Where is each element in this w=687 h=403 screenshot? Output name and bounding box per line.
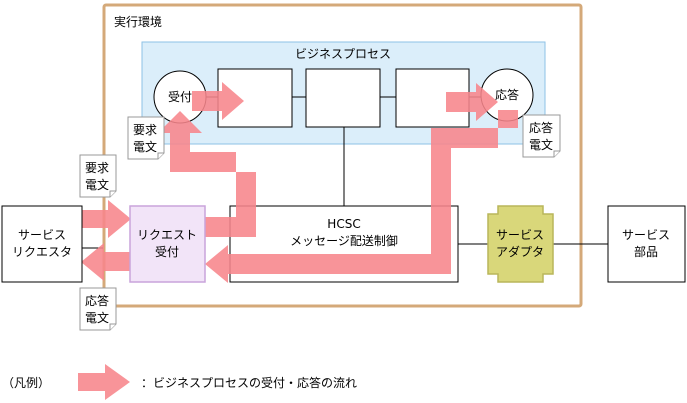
- flow-arrow-to-receive: [158, 111, 256, 237]
- service-adapter-shape: [487, 205, 554, 283]
- request-receiver-label-line2: 受付: [155, 245, 179, 259]
- service-adapter-label-line2: アダプタ: [496, 244, 544, 259]
- response-message-doc-left: 応答 電文: [79, 287, 117, 331]
- service-adapter-label-line1: サービス: [496, 228, 544, 242]
- request-message-doc-left-line1: 要求: [85, 161, 109, 175]
- response-message-doc-top: 応答 電文: [522, 114, 561, 158]
- hcsc-label-line2: メッセージ配送制御: [290, 233, 398, 248]
- response-message-doc-top-line1: 応答: [529, 120, 553, 135]
- flow-arrows: [81, 82, 518, 283]
- request-message-doc-left: 要求 電文: [79, 154, 117, 198]
- flow-arrow-receive-to-step: [192, 82, 244, 120]
- service-requester-box: [1, 205, 83, 283]
- request-message-doc-top: 要求 電文: [127, 116, 165, 160]
- response-message-doc-left-line2: 電文: [85, 310, 109, 325]
- flow-arrow-step-to-respond: [446, 83, 498, 121]
- service-component-label-line2: 部品: [634, 244, 658, 259]
- request-receiver-box: [129, 205, 206, 283]
- respond-node-label: 応答: [495, 87, 519, 102]
- process-step-box-2: [305, 68, 381, 128]
- legend-arrow: [78, 364, 130, 400]
- flow-arrow-requester-out: [81, 243, 130, 281]
- response-message-doc-top-line2: 電文: [529, 137, 553, 152]
- request-message-doc-top-line1: 要求: [133, 123, 157, 137]
- request-receiver-label-line1: リクエスト: [137, 228, 197, 242]
- business-process-label: ビジネスプロセス: [295, 47, 391, 61]
- service-component-label-line1: サービス: [622, 228, 670, 242]
- service-requester-label-line2: リクエスタ: [12, 245, 72, 259]
- receive-node-label: 受付: [168, 90, 192, 104]
- response-message-doc-left-line1: 応答: [85, 293, 109, 308]
- flow-arrow-respond-to-receiver: [205, 110, 518, 283]
- request-message-doc-top-line2: 電文: [133, 139, 157, 154]
- service-component-box: [607, 205, 686, 283]
- execution-environment-label: 実行環境: [114, 14, 162, 29]
- request-message-doc-left-line2: 電文: [85, 177, 109, 192]
- legend-description: ：ビジネスプロセスの受付・応答の流れ: [141, 375, 357, 390]
- service-requester-label-line1: サービス: [18, 228, 66, 242]
- flow-arrow-requester-in: [82, 200, 131, 238]
- legend-label: （凡例）: [2, 376, 50, 390]
- hcsc-label-line1: HCSC: [327, 217, 360, 231]
